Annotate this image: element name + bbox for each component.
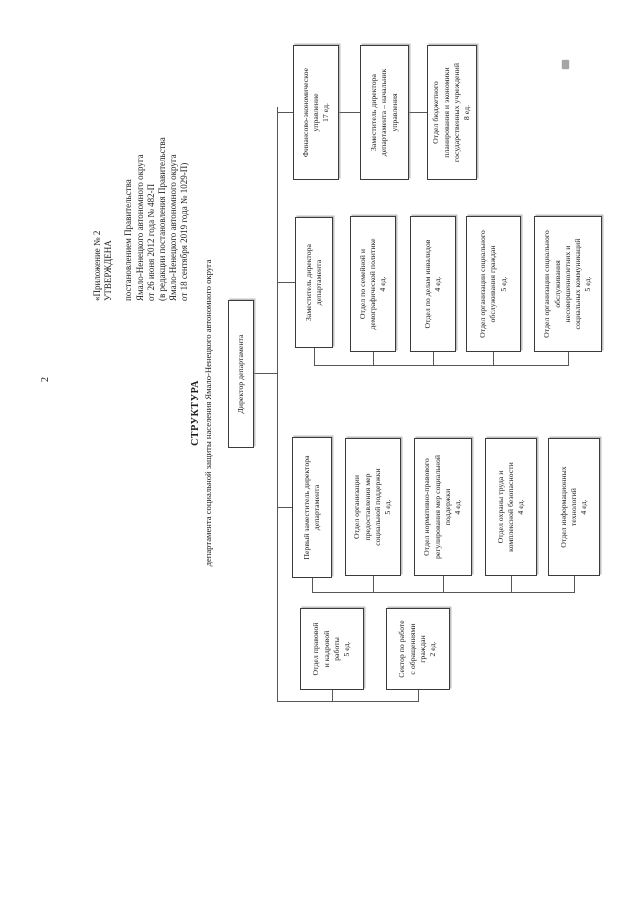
connector-stub (339, 112, 361, 113)
connector-stub (277, 507, 293, 508)
approval-line: (в редакции постановления Правительства (157, 137, 168, 301)
org-node-labor-safety: Отдел охраны труда и комплексной безопас… (485, 438, 537, 576)
connector-stub (312, 578, 313, 593)
connector-director-stub (254, 373, 278, 374)
org-node-social-service: Отдел организации социального обслуживан… (466, 216, 521, 352)
org-node-finance: Финансово-экономическое управление 17 ед… (293, 45, 339, 180)
org-node-benefits: Отдел организации предоставления мер соц… (345, 438, 401, 576)
connector-stub (409, 112, 428, 113)
page-number: 2 (40, 377, 51, 382)
org-node-deputy: Заместитель директора департамента (295, 217, 333, 348)
connector-stub (277, 282, 296, 283)
org-node-minors: Отдел организации социального обслуживан… (534, 216, 602, 352)
approval-block: «Приложение № 2 УТВЕРЖДЕНА постановление… (92, 89, 191, 301)
approval-line: Ямало-Ненецкого автономного округа (134, 154, 145, 301)
connector-stub (373, 352, 374, 366)
connector-stub (433, 352, 434, 366)
document-subtitle: департамента социальной защиты населения… (203, 259, 213, 567)
org-node-first-deputy: Первый заместитель директора департамент… (292, 437, 332, 578)
approval-line: «Приложение № 2 (92, 230, 102, 301)
connector-stub (511, 576, 512, 593)
connector-stub (332, 690, 333, 702)
connector-stub (443, 576, 444, 593)
org-node-budget: Отдел бюджетного планирования и экономик… (427, 45, 477, 180)
title-block: СТРУКТУРА департамента социальной защиты… (190, 239, 213, 587)
document-title: СТРУКТУРА (190, 380, 201, 446)
approval-line: УТВЕРЖДЕНА (103, 240, 114, 301)
org-node-finance-deputy: Заместитель директора департамента – нач… (360, 45, 409, 180)
connector-stub (574, 576, 575, 593)
connector-stub (418, 690, 419, 702)
connector-trunk (277, 107, 278, 702)
org-node-appeals: Сектор по работе с обращениями граждан 2… (386, 608, 450, 690)
org-node-legal-regulation: Отдел нормативно-правового регулирования… (414, 438, 472, 576)
connector-stub (277, 112, 294, 113)
approval-line: от 26 июня 2012 года № 482-П (145, 183, 156, 301)
connector-stub (493, 352, 494, 366)
connector-stub (373, 576, 374, 593)
org-node-family: Отдел по семейной и демографической поли… (350, 216, 396, 352)
org-node-director: Директор департамента (228, 300, 254, 448)
connector-stub (568, 352, 569, 366)
approval-line: от 18 сентября 2019 года № 1029-П) (179, 162, 190, 301)
scan-artifact (562, 60, 569, 69)
org-node-it: Отдел информационных технологий 4 ед. (548, 438, 600, 576)
org-node-disabled: Отдел по делам инвалидов 4 ед. (410, 216, 456, 352)
org-node-legal: Отдел правовой и кадровой работы 5 ед. (300, 608, 364, 690)
connector-deputy-vertical (314, 365, 569, 366)
approval-line: Ямало-Ненецкого автономного округа (168, 154, 179, 301)
approval-line: постановлением Правительства (123, 179, 134, 301)
connector-stub (314, 348, 315, 366)
connector-left-vertical (277, 701, 419, 702)
